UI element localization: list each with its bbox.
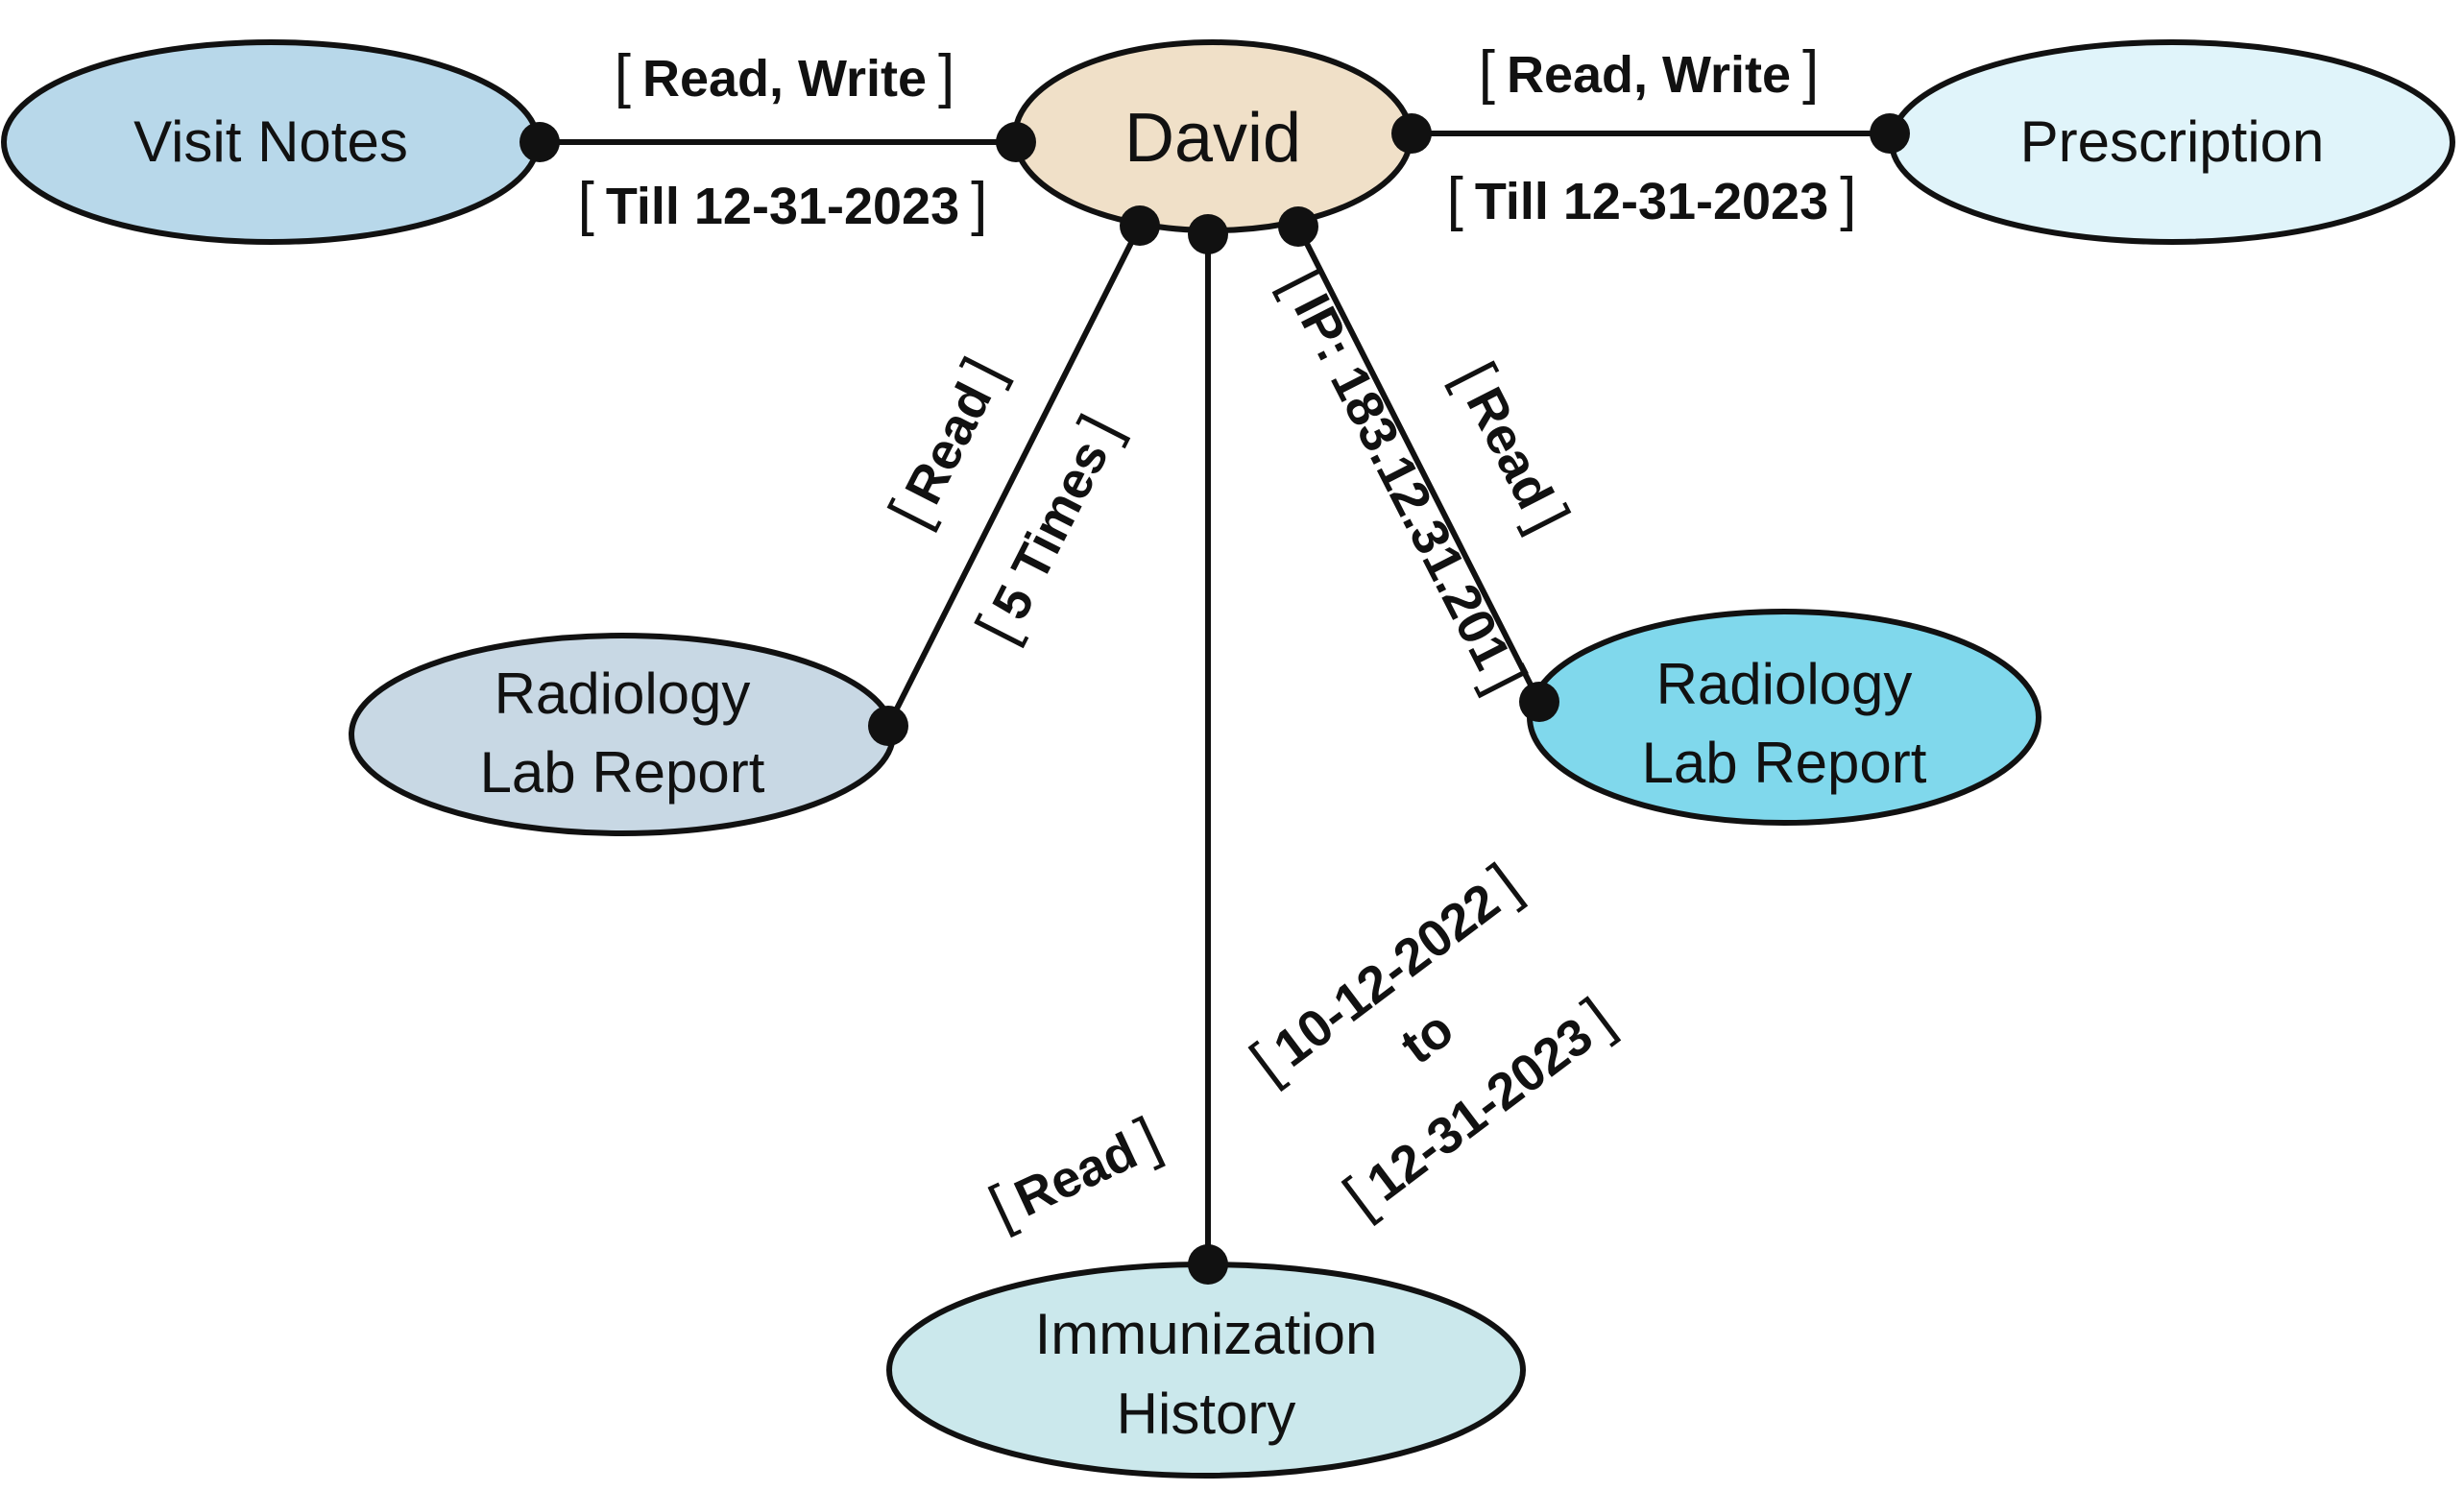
immunization-constraint-to-label: [12-31-2023] xyxy=(1332,986,1626,1230)
immunization-line1: Immunization xyxy=(1035,1302,1378,1366)
radiology-left-line1: Radiology xyxy=(495,661,751,726)
prescription-permission-label: [Read, Write] xyxy=(1479,39,1820,106)
immunization-permission-label: [Read] xyxy=(979,1105,1170,1240)
radiology-right-permission-label: [Read] xyxy=(1441,352,1582,542)
immunization-constraint-to-word: to xyxy=(1390,999,1464,1075)
dot-radiology-left xyxy=(868,706,908,746)
radiology-right-line2: Lab Report xyxy=(1642,731,1927,795)
dot-david-right xyxy=(1391,113,1432,154)
visit-notes-permission-label: [Read, Write] xyxy=(615,43,955,109)
immunization-constraint-from-label: [10-12-2022] xyxy=(1239,852,1533,1095)
dot-david-bottom xyxy=(1188,214,1228,254)
node-radiology-right[interactable]: Radiology Lab Report xyxy=(1527,609,2041,826)
node-david[interactable]: David xyxy=(1012,39,1413,233)
node-visit-notes[interactable]: Visit Notes xyxy=(1,39,541,245)
david-label: David xyxy=(1124,100,1301,177)
radiology-left-line2: Lab Report xyxy=(480,740,765,805)
dot-immunization xyxy=(1188,1244,1228,1285)
prescription-label: Prescription xyxy=(2020,109,2325,174)
dot-david-left xyxy=(996,122,1036,162)
dot-prescription xyxy=(1870,113,1910,154)
visit-notes-label: Visit Notes xyxy=(133,109,408,174)
edge-radiology-left xyxy=(885,224,1143,728)
dot-radiology-right xyxy=(1519,682,1559,722)
immunization-line2: History xyxy=(1117,1382,1296,1446)
node-radiology-left[interactable]: Radiology Lab Report xyxy=(349,633,896,836)
radiology-right-line1: Radiology xyxy=(1656,652,1913,716)
node-immunization[interactable]: Immunization History xyxy=(886,1262,1526,1479)
dot-david-bottom-left xyxy=(1120,205,1160,246)
dot-david-bottom-right xyxy=(1278,206,1318,247)
visit-notes-constraint-label: [Till 12-31-2023] xyxy=(578,171,988,237)
prescription-constraint-label: [Till 12-31-2023] xyxy=(1447,166,1857,232)
dot-visit-notes xyxy=(519,122,560,162)
edge-radiology-right xyxy=(1295,225,1542,704)
node-prescription[interactable]: Prescription xyxy=(1889,39,2455,245)
